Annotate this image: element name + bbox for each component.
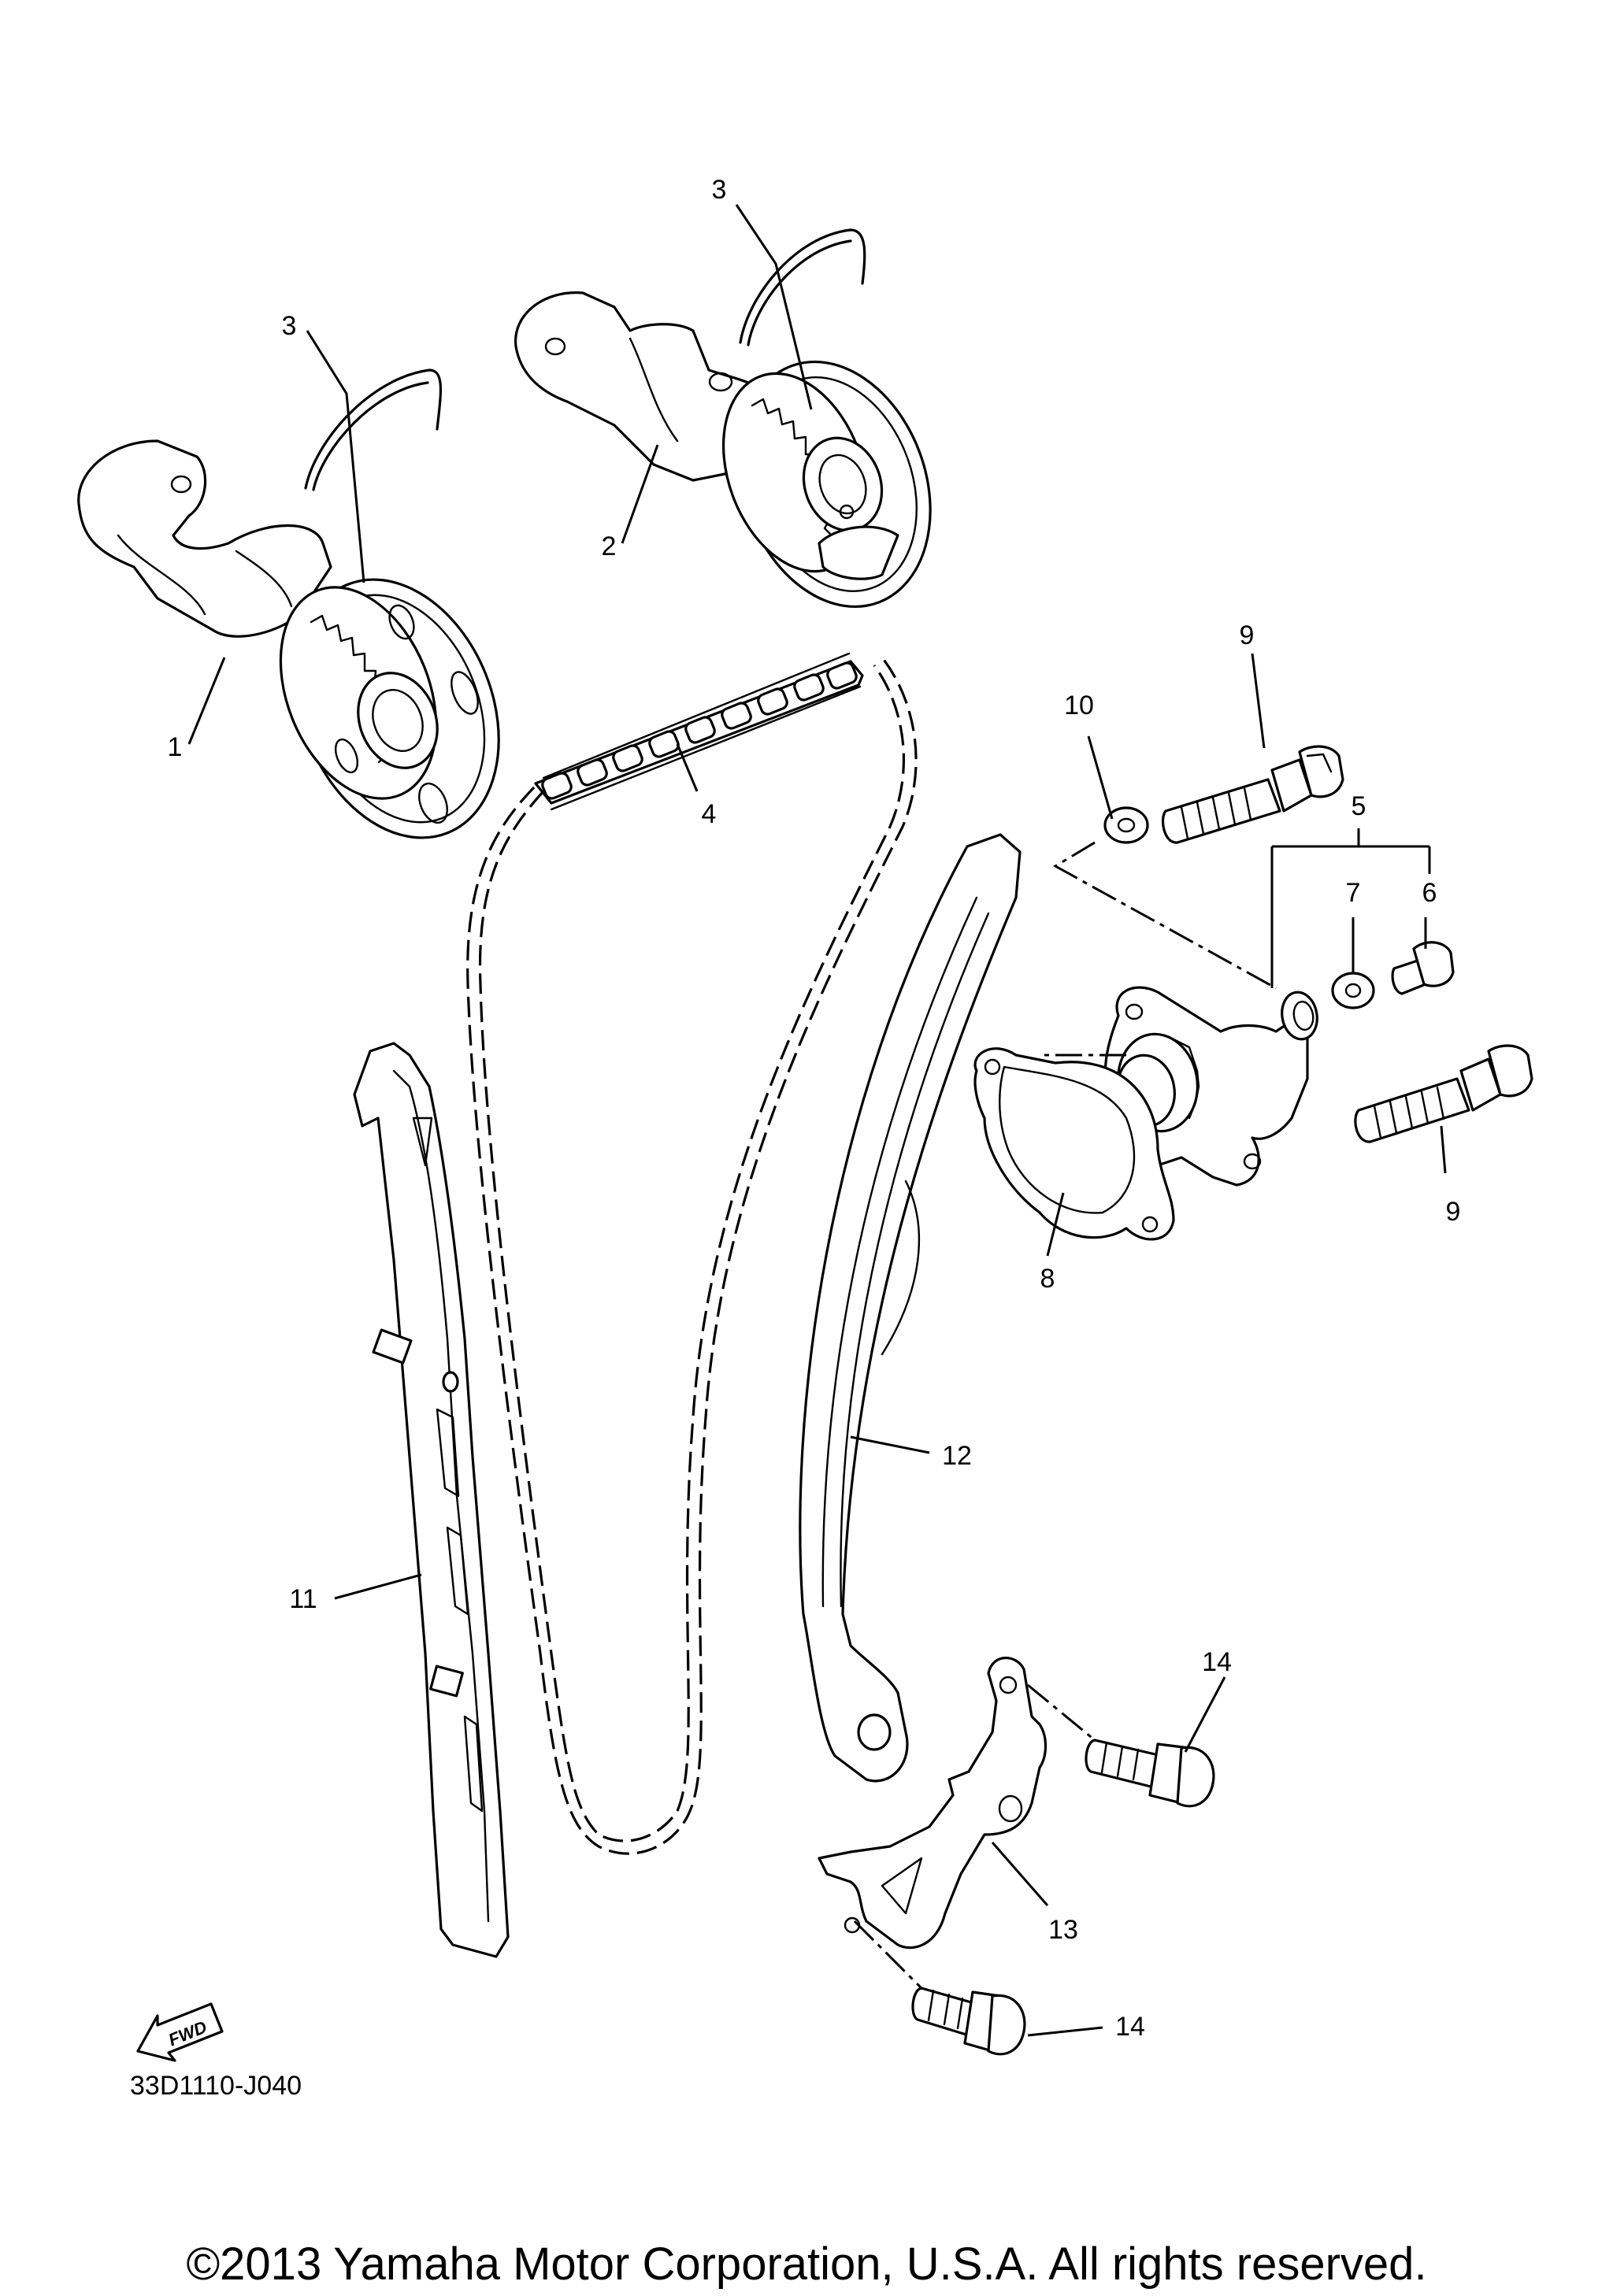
clip-3-left <box>304 368 442 491</box>
callout-3-upper: 3 <box>712 175 727 205</box>
callout-2: 2 <box>602 531 617 561</box>
callout-13: 13 <box>1048 1915 1078 1945</box>
washer-10 <box>1103 806 1149 844</box>
copyright-notice: ©2013 Yamaha Motor Corporation, U.S.A. A… <box>186 2239 1426 2290</box>
bolt-9-upper <box>1161 745 1344 844</box>
chain-guide-11 <box>353 1042 510 1958</box>
bolt-9-lower <box>1354 1044 1533 1143</box>
callout-8: 8 <box>1040 1264 1055 1294</box>
callout-5: 5 <box>1352 791 1366 821</box>
chain-guide-12 <box>799 833 1022 1783</box>
callout-3-left: 3 <box>282 311 297 341</box>
bolt-14-lower <box>911 1987 1026 2056</box>
callout-11: 11 <box>289 1584 317 1614</box>
callout-14-upper: 14 <box>1202 1647 1232 1677</box>
diagram-code: 33D1110-J040 <box>130 2071 302 2101</box>
gasket-8 <box>973 1047 1175 1241</box>
callout-9-upper: 9 <box>1240 620 1255 650</box>
callout-1: 1 <box>168 732 183 762</box>
chain-links <box>541 661 858 800</box>
plug-bolt-6 <box>1391 941 1455 995</box>
callout-12: 12 <box>942 1441 972 1471</box>
callout-9-lower: 9 <box>1446 1197 1461 1227</box>
callout-10: 10 <box>1064 691 1094 720</box>
assembly-lines <box>853 841 1277 1990</box>
callout-labels: 1 2 3 3 4 5 6 7 8 9 9 10 11 12 13 14 14 <box>168 175 1461 2042</box>
timing-chain-4 <box>466 652 918 1855</box>
callout-4: 4 <box>702 799 717 829</box>
clip-3-upper <box>739 228 866 346</box>
camshaft-1 <box>77 439 500 839</box>
callout-14-lower: 14 <box>1115 2012 1145 2042</box>
bolt-14-upper <box>1085 1739 1215 1808</box>
fwd-arrow-icon: FWD <box>136 2002 224 2062</box>
callout-6: 6 <box>1422 878 1437 908</box>
leader-lines <box>187 204 1447 2037</box>
callout-7: 7 <box>1346 878 1361 908</box>
camshaft-2 <box>514 291 932 609</box>
washer-7 <box>1331 972 1375 1009</box>
